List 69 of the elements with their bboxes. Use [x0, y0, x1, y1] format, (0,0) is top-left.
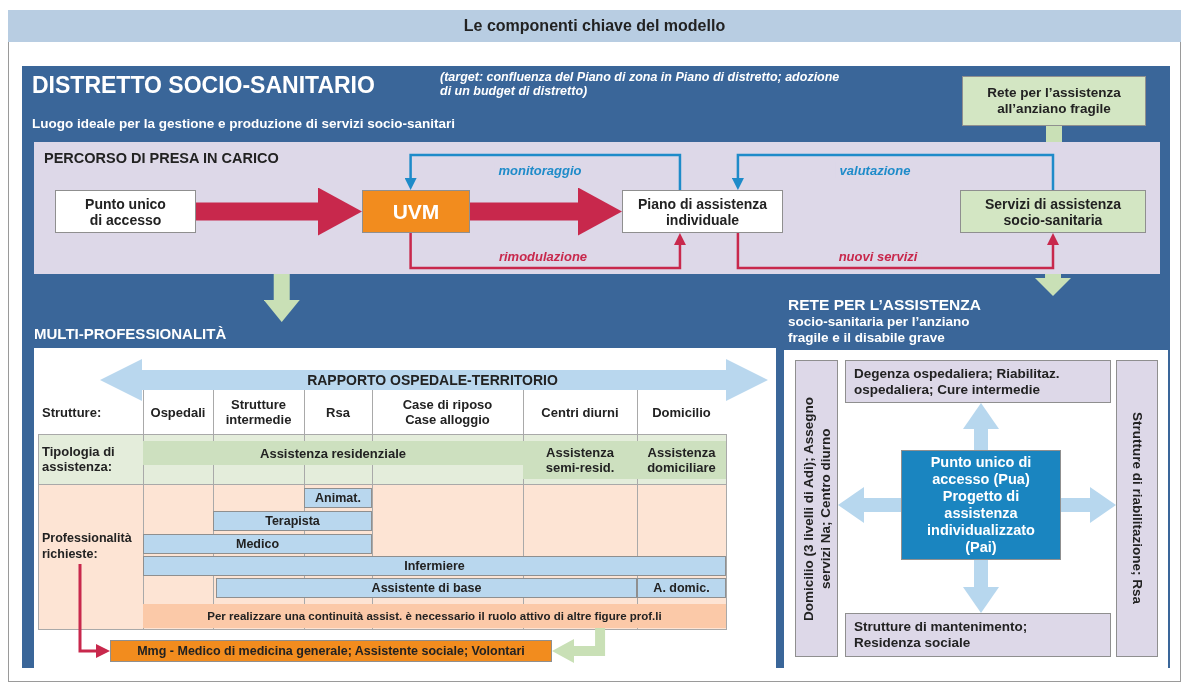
panel-heading: MULTI-PROFESSIONALITÀ [34, 325, 227, 342]
arrow [409, 233, 686, 270]
note-box [110, 640, 552, 662]
arrow [963, 560, 999, 613]
care-type-bar: Assistenza domiciliare [637, 441, 726, 479]
box-label: Degenza ospedaliera; Riabilitaz. ospedaliera; Cure intermedie [853, 365, 1061, 398]
arrow [552, 628, 606, 663]
arrow [731, 153, 1055, 190]
arrow-label: RAPPORTO OSPEDALE-TERRITORIO [306, 370, 559, 390]
column-header: Strutture intermedie [224, 396, 293, 429]
box-label: UVM [392, 203, 440, 220]
district-panel [22, 66, 1170, 668]
box-label: Servizi di assistenza socio-sanitaria [983, 195, 1123, 228]
column-header: Domicilio [651, 403, 712, 422]
box-label: Strutture di mantenimento; Residenza sociale [853, 619, 1029, 651]
title-bar: Le componenti chiave del modello [8, 10, 1181, 42]
panel-heading: RETE PER L’ASSISTENZA [788, 296, 981, 314]
service-box [845, 613, 1111, 657]
staff-bar: Infermiere [143, 556, 726, 576]
arrow [78, 564, 110, 658]
box-label: Per realizzare una continuità assist. è necessario il ruolo attivo di altre figure prof.li [207, 609, 662, 624]
row-header: Tipologia di assistenza: [41, 443, 116, 476]
staff-bar: Assistente di base [216, 578, 637, 598]
arrow [404, 153, 682, 190]
service-box [795, 360, 838, 657]
staff-bar: Animat. [304, 488, 372, 508]
box-text: Progetto di assistenza individualizzato (Pai) [926, 488, 1036, 556]
arrow [196, 187, 362, 236]
care-type-bar: Assistenza residenziale [143, 441, 523, 465]
panel-subtitle: (target: confluenza del Piano di zona in Piano di distretto; adozione di un budget di distretto) [440, 70, 840, 98]
network-box [962, 76, 1146, 126]
column-header: Ospedali [149, 403, 207, 422]
box-label: Piano di assistenza individuale [636, 195, 769, 228]
band-title: PERCORSO DI PRESA IN CARICO [44, 150, 279, 166]
row-header: Strutture: [41, 403, 103, 422]
arrow [963, 403, 999, 450]
box-label: Strutture di riabilitazione; Rsa [1129, 412, 1145, 605]
column-header: Rsa [325, 403, 351, 422]
arrow [838, 487, 901, 523]
staff-bar: A. domic. [637, 578, 726, 598]
column-header: Case di riposo Case alloggio [401, 396, 494, 429]
box-label: Professionalità richieste: [41, 530, 133, 562]
box-label: Domicilio (3 livelli di Adi); Assegno servizi Na; Centro diurno [799, 395, 834, 623]
arrow [1061, 487, 1116, 523]
process-box [960, 190, 1146, 233]
note-bar [143, 604, 726, 628]
panel-note: Luogo ideale per la gestione e produzione di servizi socio-sanitari [32, 116, 456, 131]
panel-title: DISTRETTO SOCIO-SANITARIO [32, 72, 375, 99]
process-box [622, 190, 783, 233]
care-type-bar: Assistenza semi-resid. [523, 441, 637, 479]
service-box [845, 360, 1111, 403]
staff-bar: Terapista [213, 511, 372, 531]
box-text: Punto unico di accesso (Pua) [929, 454, 1033, 488]
panel-subtitle: socio-sanitaria per l’anziano fragile e il disabile grave [788, 314, 971, 346]
arrow [1035, 274, 1072, 296]
box-label: Punto unico di accesso [84, 195, 167, 228]
column-header: Centri diurni [540, 403, 620, 422]
arrow [736, 233, 1059, 270]
connector-bar [1046, 126, 1062, 142]
staff-bar: Medico [143, 534, 372, 554]
process-box [362, 190, 470, 233]
service-box [1116, 360, 1158, 657]
process-box [55, 190, 196, 233]
arrow [263, 274, 300, 322]
arrow [470, 187, 622, 236]
access-box [901, 450, 1061, 560]
process-band [34, 142, 1160, 274]
box-label: Rete per l’assistenza all’anziano fragile [986, 85, 1122, 117]
box-label: Mmg - Medico di medicina generale; Assistente sociale; Volontari [137, 643, 525, 659]
